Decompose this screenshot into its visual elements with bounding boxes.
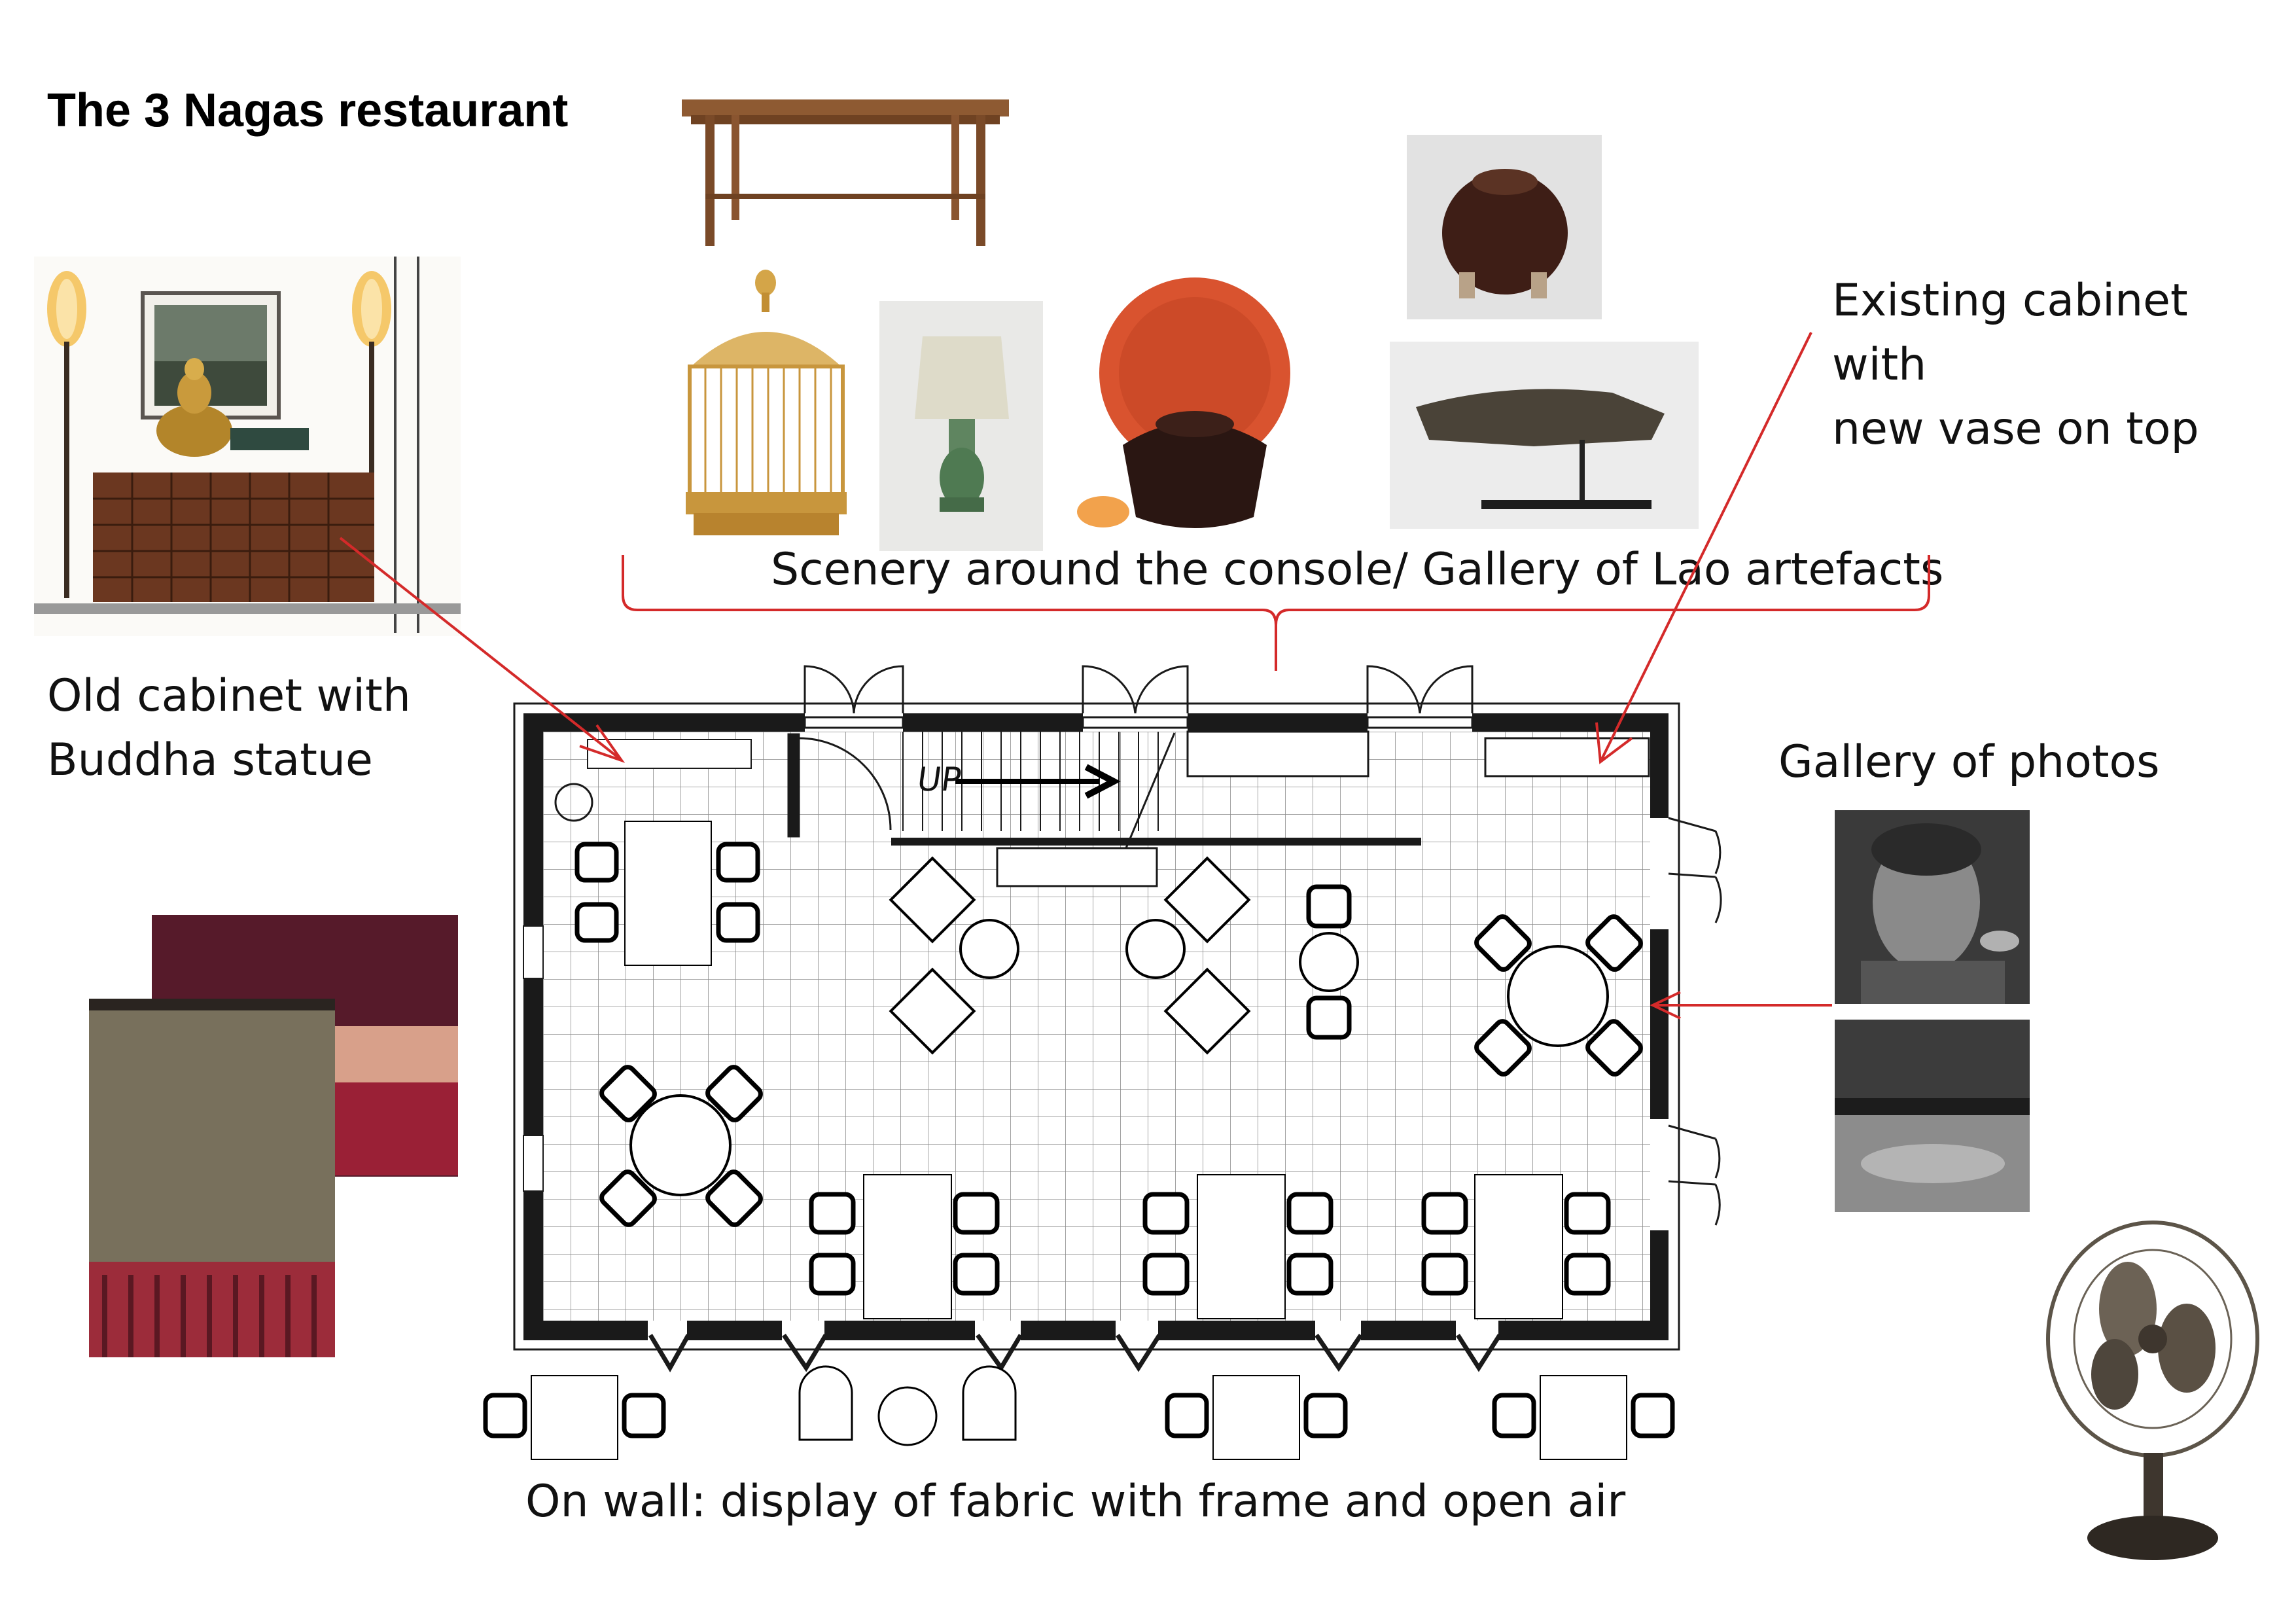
portrait-photo <box>1835 810 2030 1004</box>
lacquer-bowl-photo <box>1064 268 1330 539</box>
scenery-bracket <box>622 555 1930 671</box>
vintage-fan-photo <box>2036 1211 2270 1569</box>
old-cabinet-arrowhead <box>579 724 626 763</box>
birdcage-photo <box>653 257 879 546</box>
existing-cabinet-arrowhead <box>1595 722 1633 764</box>
wooden-table-photo <box>679 96 1012 251</box>
plan-furniture <box>483 821 1675 1460</box>
gallery-photos-label: Gallery of photos <box>1778 736 2160 788</box>
fabric-wall-label: On wall: display of fabric with frame an… <box>525 1476 1626 1527</box>
wood-sculpture-photo <box>1390 342 1699 529</box>
landscape-photo <box>1835 1020 2030 1212</box>
buddha-cabinet-photo <box>34 257 461 636</box>
scenery-label: Scenery around the console/ Gallery of L… <box>771 544 1944 596</box>
old-cabinet-leader <box>339 537 622 760</box>
page-title: The 3 Nagas restaurant <box>47 84 569 137</box>
old-cabinet-label: Old cabinet with Buddha statue <box>47 670 411 786</box>
table-lamp-photo <box>879 301 1043 551</box>
fabric-textile-photo <box>79 908 465 1364</box>
ceramic-jar-photo <box>1407 135 1602 319</box>
existing-cabinet-leader <box>1600 332 1812 760</box>
existing-cabinet-label: Existing cabinet with new vase on top <box>1832 275 2199 455</box>
gallery-photos-arrowhead <box>1650 991 1681 1020</box>
